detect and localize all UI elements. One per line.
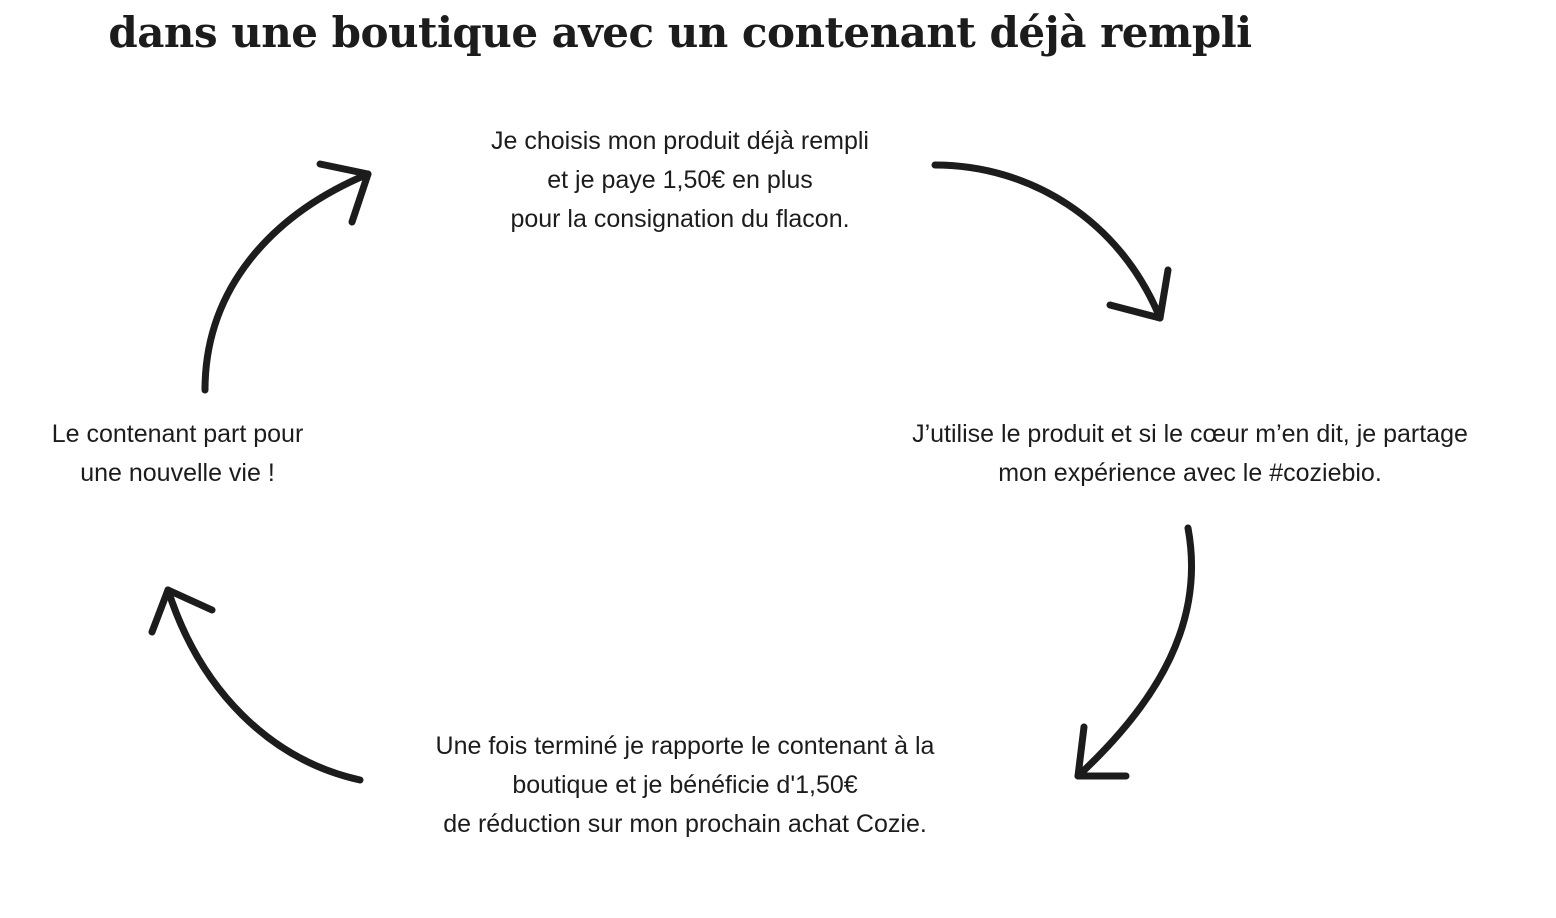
step-4-line-2: une nouvelle vie !: [80, 459, 275, 487]
step-3-line-2: boutique et je bénéficie d'1,50€: [512, 771, 858, 799]
step-use-product: J’utilise le produit et si le cœur m’en …: [830, 415, 1550, 493]
step-3-line-1: Une fois terminé je rapporte le contenan…: [435, 732, 935, 760]
step-choose-product: Je choisis mon produit déjà rempli et je…: [380, 122, 980, 239]
step-1-line-3: pour la consignation du flacon.: [510, 205, 850, 233]
step-1-line-1: Je choisis mon produit déjà rempli: [491, 127, 869, 155]
arrow-icon-bottom-left: [148, 586, 364, 784]
arrow-icon-top-right: [931, 161, 1172, 322]
step-return-container: Une fois terminé je rapporte le contenan…: [330, 727, 1040, 844]
diagram-title: dans une boutique avec un contenant déjà…: [108, 8, 1252, 57]
arrow-icon-top-left: [201, 160, 372, 394]
step-2-line-2: mon expérience avec le #coziebio.: [998, 459, 1382, 487]
step-4-line-1: Le contenant part pour: [51, 420, 304, 448]
step-3-line-3: de réduction sur mon prochain achat Cozi…: [443, 810, 927, 838]
step-1-line-2: et je paye 1,50€ en plus: [547, 166, 813, 194]
arrow-icon-bottom-right: [1074, 524, 1195, 780]
step-new-life: Le contenant part pour une nouvelle vie …: [0, 415, 355, 493]
step-2-line-1: J’utilise le produit et si le cœur m’en …: [912, 420, 1468, 448]
